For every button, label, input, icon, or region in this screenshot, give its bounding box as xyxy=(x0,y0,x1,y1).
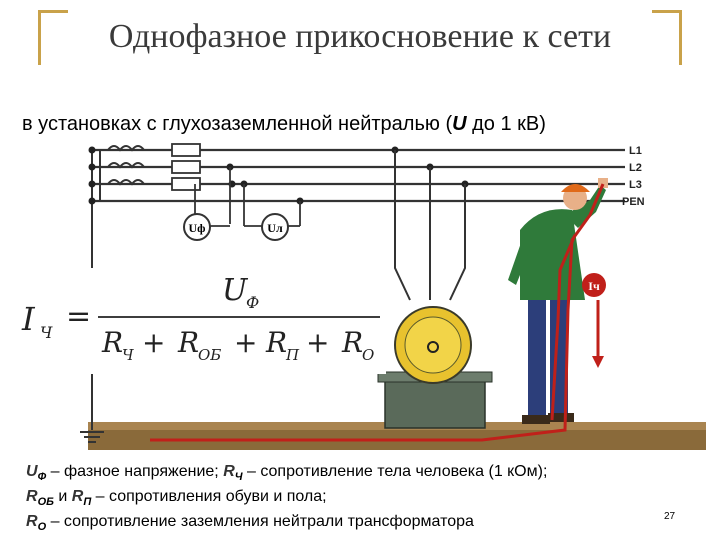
current-path xyxy=(150,183,605,442)
voltmeter-icon xyxy=(183,213,211,241)
legend-line-1: UФ – фазное напряжение; RЧ – сопротивлен… xyxy=(26,462,547,487)
subtitle-suffix: до 1 кВ) xyxy=(466,113,546,135)
formula-r4: R xyxy=(341,326,363,359)
meter-ul-label: Uл xyxy=(267,221,283,235)
junction-dots xyxy=(88,146,469,205)
formula-eq: = xyxy=(66,299,91,334)
legend-sym-rch: R xyxy=(223,463,235,480)
legend-sym-uf: U xyxy=(26,463,38,480)
voltmeter-phase: Uф xyxy=(183,167,231,241)
formula: I Ч = U Ф R Ч + R ОБ + R П + R О xyxy=(14,268,386,374)
transformer-coil-icon xyxy=(99,145,145,201)
fuse-icon xyxy=(171,143,201,191)
subtitle-u-symbol: U xyxy=(452,113,467,135)
formula-r1: R xyxy=(101,326,123,359)
title-bracket-left xyxy=(38,10,41,65)
current-label-badge: Iч xyxy=(582,273,606,297)
legend-sym-rob: R xyxy=(26,488,38,506)
legend-sub-rp: П xyxy=(83,496,92,509)
current-arrow xyxy=(592,300,604,368)
legend: UФ – фазное напряжение; RЧ – сопротивлен… xyxy=(26,462,547,538)
subtitle: в установках с глухозаземленной нейтраль… xyxy=(22,113,546,136)
legend-sub-rob: ОБ xyxy=(37,496,54,509)
formula-numerator-sub: Ф xyxy=(246,293,259,312)
legend-sub-ro: О xyxy=(37,521,47,534)
label-l2: L2 xyxy=(629,162,642,174)
current-label: Iч xyxy=(588,279,600,293)
legend-sub-rch: Ч xyxy=(234,471,243,484)
page-number: 27 xyxy=(664,511,676,522)
legend-sym-ro: R xyxy=(26,513,38,531)
legend-text-and: и xyxy=(53,488,72,506)
motor-feed-wires xyxy=(394,150,466,301)
formula-plus-3: + xyxy=(306,326,329,359)
legend-line-2: RОБ и RП – сопротивления обуви и пола; xyxy=(26,487,547,512)
formula-numerator: U xyxy=(222,273,249,308)
legend-line-3: RО – сопротивление заземления нейтрали т… xyxy=(26,512,547,537)
formula-r4-sub: О xyxy=(362,346,374,364)
title-bracket-right xyxy=(679,10,682,65)
formula-plus-2: + xyxy=(234,326,257,359)
ground-icon xyxy=(80,431,104,443)
formula-r1-sub: Ч xyxy=(122,346,134,364)
title-bracket-top-left xyxy=(38,10,68,13)
formula-r3-sub: П xyxy=(285,346,300,364)
voltmeter-icon xyxy=(261,213,289,241)
label-pen: PEN xyxy=(622,196,645,208)
legend-text-uf: – фазное напряжение; xyxy=(46,463,224,480)
subtitle-prefix: в установках с глухозаземленной нейтраль… xyxy=(22,113,453,135)
label-l1: L1 xyxy=(629,145,642,157)
motor-icon xyxy=(377,306,493,429)
formula-r3: R xyxy=(265,326,287,359)
page-title: Однофазное прикосновение к сети xyxy=(108,18,612,55)
label-l3: L3 xyxy=(629,179,642,191)
legend-text-rch: – сопротивление тела человека (1 кОм); xyxy=(242,463,548,480)
power-lines xyxy=(92,148,625,203)
legend-text-rp: – сопротивления обуви и пола; xyxy=(91,488,327,506)
voltmeter-line: Uл xyxy=(243,184,301,241)
meter-uf-label: Uф xyxy=(189,221,206,235)
legend-sub-uf: Ф xyxy=(37,471,47,484)
formula-r2-sub: ОБ xyxy=(198,346,221,364)
legend-text-ro: – сопротивление заземления нейтрали тран… xyxy=(46,513,474,531)
formula-lhs-sub: Ч xyxy=(40,323,53,342)
legend-sym-rp: R xyxy=(71,488,84,506)
title-bracket-top-right xyxy=(652,10,682,13)
formula-plus-1: + xyxy=(142,326,165,359)
formula-r2: R xyxy=(177,326,199,359)
formula-lhs: I xyxy=(21,300,36,338)
